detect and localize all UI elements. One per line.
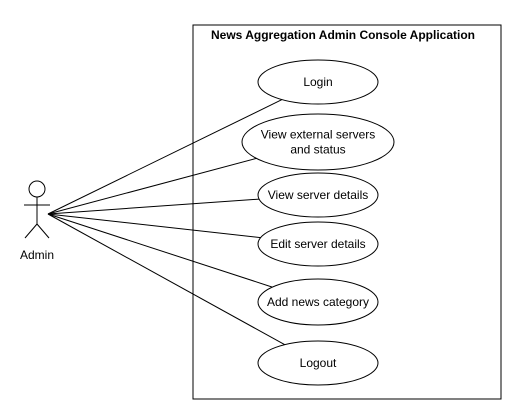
use-case-label: Edit server details [270,237,365,251]
use-case-login[interactable]: Login [257,59,379,105]
association-view-server-details [47,198,260,215]
use-case-ellipse [257,278,379,326]
use-case-ellipse [257,59,379,105]
use-case-ellipse [257,340,379,386]
association-add-news-category [47,213,273,288]
association-logout [47,213,286,346]
actor-admin[interactable]: Admin [20,180,54,262]
association-login [47,99,283,215]
use-case-label: View external servers [261,128,376,142]
actor-label: Admin [20,248,54,262]
use-case-ellipse [257,221,379,267]
use-case-view-server-details[interactable]: View server details [257,172,379,218]
use-case-label: Logout [300,356,337,370]
use-case-ellipse [241,113,395,171]
system-title: News Aggregation Admin Console Applicati… [211,28,475,42]
association-lines [47,99,286,346]
actor-head [28,180,46,198]
association-view-external-servers [47,157,257,215]
use-case-label: Add news category [267,295,369,309]
actor-right-leg [36,223,50,239]
use-case-add-news-category[interactable]: Add news category [257,278,379,326]
use-case-label: Login [303,75,332,89]
use-case-label: View server details [268,188,369,202]
association-edit-server-details [47,213,261,239]
use-case-ellipse [257,172,379,218]
use-case-edit-server-details[interactable]: Edit server details [257,221,379,267]
use-case-logout[interactable]: Logout [257,340,379,386]
actor-left-leg [24,223,38,239]
use-case-label: and status [290,143,345,157]
